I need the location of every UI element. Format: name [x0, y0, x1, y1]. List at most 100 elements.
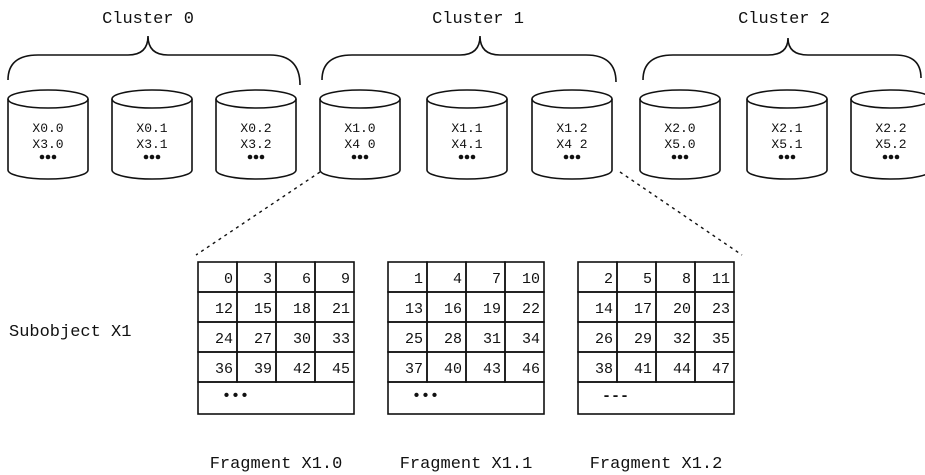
disk: X2.2X5.2 [850, 89, 925, 180]
fragment-cell-value: 45 [332, 361, 350, 378]
fragment-cell-value: 47 [712, 361, 730, 378]
disk-label-line1: X1.1 [451, 121, 482, 136]
cluster-2-label: Cluster 2 [738, 10, 830, 29]
disk-body [7, 99, 89, 180]
cluster-1-brace [321, 35, 617, 83]
disk-body [319, 99, 401, 180]
fragment-cell-value: 7 [492, 271, 501, 288]
fragment-cell-value: 40 [444, 361, 462, 378]
disk-label-line2: X4 0 [344, 137, 375, 152]
disk-top [7, 89, 89, 109]
disk: X1.1X4.1 [426, 89, 508, 180]
disk-body [850, 99, 925, 180]
fragment-cell-value: 0 [224, 271, 233, 288]
fragment-more-ellipsis: ••• [412, 388, 439, 405]
fragment-cell-value: 13 [405, 301, 423, 318]
fragment-cell-value: 44 [673, 361, 691, 378]
fragment-cell-value: 18 [293, 301, 311, 318]
fragment-cell-value: 4 [453, 271, 462, 288]
fragment-cell-value: 21 [332, 301, 350, 318]
disk-label-line1: X2.0 [664, 121, 695, 136]
disk-ellipsis-dots [247, 154, 265, 160]
fragment-more-ellipsis: --- [602, 388, 629, 405]
disk-body [746, 99, 828, 180]
disk-top [531, 89, 613, 109]
fragment-cell-value: 33 [332, 331, 350, 348]
fragment-cell-value: 29 [634, 331, 652, 348]
disk-label-line2: X4.1 [451, 137, 482, 152]
fragment-cell-value: 22 [522, 301, 540, 318]
fragment-cell-value: 10 [522, 271, 540, 288]
fragment-cell-value: 27 [254, 331, 272, 348]
disk-top [426, 89, 508, 109]
disk-label-line1: X1.2 [556, 121, 587, 136]
fragment-cell-value: 28 [444, 331, 462, 348]
disk-body [215, 99, 297, 180]
disk: X0.1X3.1 [111, 89, 193, 180]
fragment-cell-value: 20 [673, 301, 691, 318]
disk-top [746, 89, 828, 109]
disk-ellipsis-dots [143, 154, 161, 160]
fragment-cell-value: 43 [483, 361, 501, 378]
fragment-cell-value: 42 [293, 361, 311, 378]
disk: X0.2X3.2 [215, 89, 297, 180]
fragment-cell-value: 37 [405, 361, 423, 378]
disk: X2.1X5.1 [746, 89, 828, 180]
disk-label-line2: X3.0 [32, 137, 63, 152]
fragment-cell-value: 35 [712, 331, 730, 348]
disk-label-line1: X1.0 [344, 121, 375, 136]
cluster-2-brace [642, 37, 922, 81]
disk-label-line2: X4 2 [556, 137, 587, 152]
disk-label-line2: X3.2 [240, 137, 271, 152]
disk-label-line1: X2.1 [771, 121, 802, 136]
disk-ellipsis-dots [458, 154, 476, 160]
fragment-cell-value: 25 [405, 331, 423, 348]
fragment-cell-value: 41 [634, 361, 652, 378]
disk: X0.0X3.0 [7, 89, 89, 180]
fragment-cell-value: 9 [341, 271, 350, 288]
fragment-cell-value: 34 [522, 331, 540, 348]
disk-ellipsis-dots [882, 154, 900, 160]
disk-ellipsis-dots [351, 154, 369, 160]
fragment-cell-value: 8 [682, 271, 691, 288]
fragment-cell-value: 36 [215, 361, 233, 378]
disk-label-line1: X0.0 [32, 121, 63, 136]
disk-top [319, 89, 401, 109]
fragment-more-ellipsis: ••• [222, 388, 249, 405]
fragment-cell-value: 15 [254, 301, 272, 318]
fragment-cell-value: 5 [643, 271, 652, 288]
callout-line-left [195, 171, 321, 256]
fragment-label: Fragment X1.2 [590, 455, 723, 474]
fragment-cell-value: 19 [483, 301, 501, 318]
disk-ellipsis-dots [778, 154, 796, 160]
disk-ellipsis-dots [563, 154, 581, 160]
fragment-cell-value: 39 [254, 361, 272, 378]
fragment-cell-value: 14 [595, 301, 613, 318]
fragment-cell-value: 17 [634, 301, 652, 318]
disk-top [850, 89, 925, 109]
fragment-cell-value: 2 [604, 271, 613, 288]
fragment-cell-value: 6 [302, 271, 311, 288]
fragment-label: Fragment X1.0 [210, 455, 343, 474]
fragment-cell-value: 38 [595, 361, 613, 378]
fragment-more-row [577, 381, 735, 415]
disk: X1.0X4 0 [319, 89, 401, 180]
disk-body [111, 99, 193, 180]
disk-label-line1: X0.1 [136, 121, 167, 136]
cluster-0-label: Cluster 0 [102, 10, 194, 29]
disk-top [215, 89, 297, 109]
fragment-label: Fragment X1.1 [400, 455, 533, 474]
disk-ellipsis-dots [39, 154, 57, 160]
disk: X1.2X4 2 [531, 89, 613, 180]
disk: X2.0X5.0 [639, 89, 721, 180]
fragment-more-row [387, 381, 545, 415]
disk-label-line2: X5.1 [771, 137, 802, 152]
disk-body [531, 99, 613, 180]
fragment-cell-value: 24 [215, 331, 233, 348]
callout-line-right [619, 171, 743, 256]
fragment-cell-value: 23 [712, 301, 730, 318]
